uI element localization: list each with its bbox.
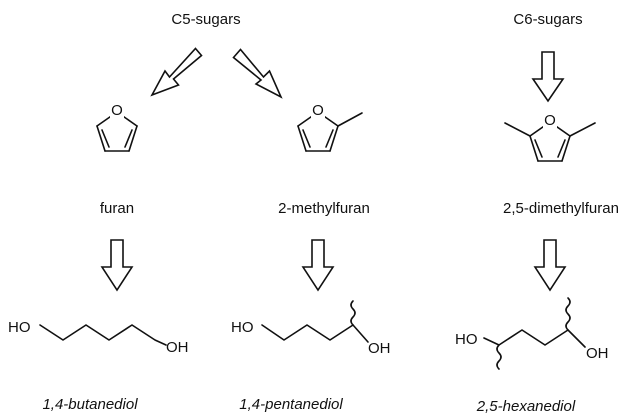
- arrow-dimethylfuran-to-hexanediol: [533, 239, 567, 292]
- furan-label: furan: [100, 200, 134, 217]
- c5-sugars-label: C5-sugars: [171, 11, 240, 28]
- arrow-methylfuran-to-pentanediol: [301, 239, 335, 292]
- dimethylfuran-label: 2,5-dimethylfuran: [503, 200, 619, 217]
- hydroxyl-group: OH: [166, 339, 189, 356]
- arrow-c5-to-methylfuran: [232, 48, 283, 99]
- hydroxyl-group: HO: [8, 319, 31, 336]
- methylfuran-label: 2-methylfuran: [278, 200, 370, 217]
- hexanediol-structure: HO OH: [455, 297, 609, 370]
- hexanediol-label: 2,5-hexanediol: [476, 398, 576, 415]
- c6-sugars-label: C6-sugars: [513, 11, 582, 28]
- butanediol-structure: HO OH: [8, 319, 189, 356]
- wavy-bond: [350, 300, 356, 326]
- pentanediol-structure: HO OH: [231, 300, 391, 357]
- pentanediol-label: 1,4-pentanediol: [239, 396, 343, 413]
- methylfuran-structure: O: [297, 101, 363, 152]
- dimethylfuran-structure: O: [504, 111, 596, 162]
- arrow-c5-to-furan: [150, 47, 203, 97]
- arrow-c6-to-dimethylfuran: [531, 51, 565, 103]
- wavy-bond: [565, 297, 571, 331]
- oxygen-atom: O: [111, 102, 123, 119]
- wavy-bond: [496, 344, 502, 370]
- hydroxyl-group: HO: [231, 319, 254, 336]
- hydroxyl-group: OH: [368, 340, 391, 357]
- oxygen-atom: O: [312, 102, 324, 119]
- hydroxyl-group: OH: [586, 345, 609, 362]
- oxygen-atom: O: [544, 112, 556, 129]
- hydroxyl-group: HO: [455, 331, 478, 348]
- arrow-furan-to-butanediol: [100, 239, 134, 292]
- butanediol-label: 1,4-butanediol: [42, 396, 138, 413]
- furan-structure: O: [96, 101, 138, 152]
